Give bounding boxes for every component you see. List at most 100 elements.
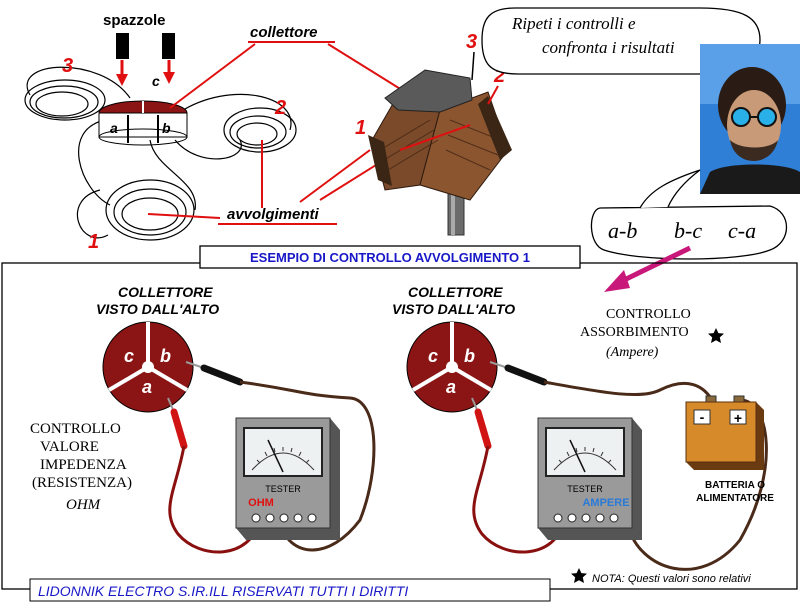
right-tester-jack-3 — [581, 513, 591, 523]
right-tester-tick-5 — [592, 447, 595, 453]
battery-minus-label: - — [700, 409, 705, 425]
left-tester-tick-3 — [273, 447, 276, 453]
brush-left — [116, 33, 129, 59]
pair-a-b: a-b — [608, 218, 637, 243]
winding-wire-3 — [179, 93, 292, 131]
winding-1-loop-a — [105, 179, 195, 241]
brush-right — [162, 33, 175, 59]
right-tester — [537, 417, 642, 540]
winding-2-loop-a — [223, 107, 297, 153]
segment-label-b: b — [162, 120, 171, 136]
brushes-label: spazzole — [103, 12, 166, 29]
left-segment-c: c — [124, 346, 134, 366]
commutator-leader-right — [327, 43, 411, 96]
battery-label-line-2: ALIMENTATORE — [696, 493, 774, 504]
commutator-bottom-edge — [98, 128, 188, 146]
pairs-bubble-shape — [590, 205, 787, 260]
rotor-coil-stripe-6 — [445, 149, 491, 171]
left-tester-tick-5 — [290, 447, 293, 453]
commutator-label: collettore — [250, 24, 318, 41]
winding-wire-1 — [78, 119, 111, 206]
right-commutator-divider-3 — [450, 365, 493, 392]
winding-wire-4 — [149, 139, 196, 211]
winding-3-loop-a — [24, 79, 106, 121]
left-tester-jack-5 — [307, 513, 317, 523]
winding-number-1-left: 1 — [88, 231, 99, 253]
avatar-beard — [730, 140, 778, 161]
right-desc-star-icon — [708, 328, 724, 343]
winding-3-loop-b — [29, 85, 99, 119]
avatar-shirt — [700, 164, 800, 194]
winding-wire-2 — [26, 66, 131, 99]
right-tester-tick-1 — [558, 459, 563, 464]
left-tester-tick-2 — [264, 451, 268, 457]
avatar-glasses-right — [757, 107, 777, 127]
right-panel-title-line-2: VISTO DALL'ALTO — [392, 301, 515, 317]
left-probe-black-body — [200, 364, 244, 386]
right-panel-title-line-1: COLLETTORE — [408, 284, 503, 300]
winding-3-leader — [471, 51, 475, 81]
brush-arrow-right-head — [163, 72, 175, 84]
winding-wire-5 — [76, 189, 109, 239]
brush-arrow-left-head — [116, 74, 128, 86]
winding-number-3-left: 3 — [62, 55, 73, 77]
left-desc-line-3: IMPEDENZA — [40, 457, 127, 473]
windings-leader-1 — [147, 213, 221, 219]
rotor-coil-stripe-5 — [447, 134, 499, 156]
left-tester-jack-2 — [265, 513, 275, 523]
left-probe-red — [167, 397, 188, 450]
right-tester-mode: AMPERE — [582, 497, 629, 509]
battery — [685, 395, 764, 470]
right-tester-jack-5 — [609, 513, 619, 523]
right-tester-jack-2 — [567, 513, 577, 523]
right-tester-needle — [569, 439, 586, 473]
right-tester-display — [545, 427, 625, 477]
left-tester-tick-1 — [256, 459, 261, 464]
battery-label-line-1: BATTERIA O — [705, 480, 765, 491]
avatar-glasses-left — [731, 107, 751, 127]
right-tester-tick-7 — [607, 459, 612, 464]
right-tester-jack-4 — [595, 513, 605, 523]
pairs-bubble: a-b b-c c-a — [590, 169, 787, 260]
left-probe-red-body — [170, 408, 188, 450]
windings-leader-3 — [299, 149, 371, 203]
left-commutator-top-view — [102, 321, 194, 413]
left-tester — [235, 417, 340, 540]
left-tester-jack-4 — [293, 513, 303, 523]
commutator-sketch: spazzole a b c 3 2 — [24, 12, 297, 253]
rotor-red-mark — [399, 124, 471, 151]
avatar — [700, 44, 800, 194]
commutator-leader-left — [169, 43, 256, 109]
pairs-bubble-tail — [639, 169, 701, 209]
right-wire-black-to-battery — [543, 380, 714, 401]
segment-label-a: a — [110, 120, 118, 136]
commutator-band — [98, 112, 188, 138]
right-tester-jack-1 — [553, 513, 563, 523]
pair-b-c: b-c — [674, 218, 702, 243]
right-tester-label: TESTER — [567, 484, 603, 494]
right-commutator-divider-2 — [411, 365, 454, 392]
footer-box — [29, 578, 551, 602]
right-commutator-top-view — [406, 321, 498, 413]
left-panel-title-line-2: VISTO DALL'ALTO — [96, 301, 219, 317]
battery-plus-plate — [729, 409, 747, 425]
left-desc-line-1: CONTROLLO — [30, 421, 121, 437]
left-segment-b: b — [160, 346, 171, 366]
left-wire-red — [168, 445, 262, 554]
left-desc-line-2: VALORE — [40, 439, 99, 455]
right-tester-tick-3 — [575, 447, 578, 453]
right-segment-b: b — [464, 346, 475, 366]
example-title: ESEMPIO DI CONTROLLO AVVOLGIMENTO 1 — [250, 250, 530, 265]
left-tester-display — [243, 427, 323, 477]
winding-2-loop-b — [229, 115, 287, 149]
winding-number-3-right: 3 — [466, 31, 477, 53]
left-tester-tick-6 — [298, 451, 302, 457]
speech-line-2: confronta i risultati — [542, 38, 675, 57]
right-commutator-hub — [446, 361, 458, 373]
rotor-coil-stripe-3 — [387, 139, 439, 171]
rotor-commutator-cap — [384, 69, 473, 113]
speech-line-1: Ripeti i controlli e — [511, 14, 636, 33]
left-tester-dial-arc — [251, 452, 315, 471]
pair-c-a: c-a — [728, 218, 756, 243]
